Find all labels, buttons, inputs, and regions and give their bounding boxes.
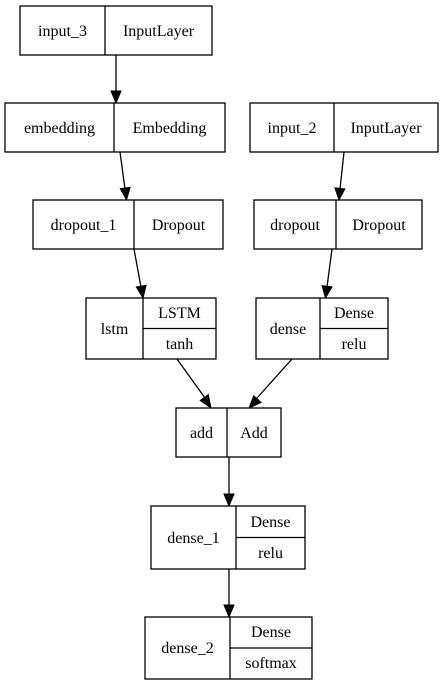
- nodes: input_3 InputLayer embedding Embedding i…: [4, 5, 439, 680]
- edges: [110, 55, 346, 619]
- layer-activation: relu: [342, 336, 367, 353]
- edge-embedding-to-dropout_1: [119, 151, 131, 202]
- layer-type: Dense: [251, 514, 291, 531]
- layer-activation: softmax: [245, 655, 297, 672]
- node-add[interactable]: add Add: [175, 407, 282, 458]
- layer-name: input_2: [268, 120, 317, 137]
- layer-name: embedding: [24, 120, 95, 137]
- arrowhead: [321, 285, 333, 300]
- arrowhead: [110, 90, 122, 105]
- layer-name: lstm: [101, 321, 129, 338]
- layer-type: Dense: [334, 305, 374, 322]
- node-dense_1[interactable]: dense_1 Dense relu: [150, 505, 306, 570]
- node-lstm[interactable]: lstm LSTM tanh: [85, 297, 217, 360]
- edge-input_2-to-dropout: [334, 151, 346, 202]
- arrowhead: [223, 493, 235, 508]
- edge-dropout_1-to-lstm: [133, 248, 147, 300]
- layer-type: LSTM: [158, 305, 201, 322]
- node-dense_2[interactable]: dense_2 Dense softmax: [144, 616, 313, 680]
- arrowhead: [334, 187, 346, 202]
- layer-name: dropout_1: [51, 217, 117, 234]
- node-dropout_1[interactable]: dropout_1 Dropout: [32, 199, 224, 250]
- layer-name: dense_2: [161, 640, 213, 657]
- layer-name: dense: [270, 321, 306, 338]
- node-input_3[interactable]: input_3 InputLayer: [19, 5, 213, 56]
- layer-name: dropout: [270, 217, 320, 234]
- layer-name: dense_1: [167, 530, 219, 547]
- layer-type: Dropout: [352, 217, 406, 234]
- layer-name: add: [190, 425, 213, 442]
- layer-type: InputLayer: [123, 23, 195, 40]
- layer-type: Add: [240, 425, 268, 442]
- arrowhead: [135, 284, 147, 300]
- arrowhead: [199, 393, 212, 410]
- edge-dense-to-add: [248, 358, 293, 409]
- edge-input_3-to-embedding: [110, 55, 122, 105]
- layer-name: input_3: [38, 23, 87, 40]
- layer-type: Embedding: [133, 120, 207, 137]
- node-dense[interactable]: dense Dense relu: [255, 297, 389, 360]
- layer-type: Dense: [251, 624, 291, 641]
- layer-activation: tanh: [166, 336, 194, 353]
- arrowhead: [119, 186, 131, 202]
- node-embedding[interactable]: embedding Embedding: [4, 102, 226, 153]
- node-dropout[interactable]: dropout Dropout: [253, 199, 423, 250]
- layer-type: Dropout: [152, 217, 206, 234]
- layer-activation: relu: [258, 545, 283, 562]
- edge-add-to-dense_1: [223, 457, 235, 508]
- arrowhead: [248, 394, 262, 409]
- node-input_2[interactable]: input_2 InputLayer: [249, 102, 439, 153]
- arrowhead: [223, 604, 235, 619]
- layer-type: InputLayer: [350, 120, 422, 137]
- edge-dense_1-to-dense_2: [223, 569, 235, 619]
- edge-dropout-to-dense: [321, 248, 333, 300]
- edge-lstm-to-add: [176, 358, 212, 410]
